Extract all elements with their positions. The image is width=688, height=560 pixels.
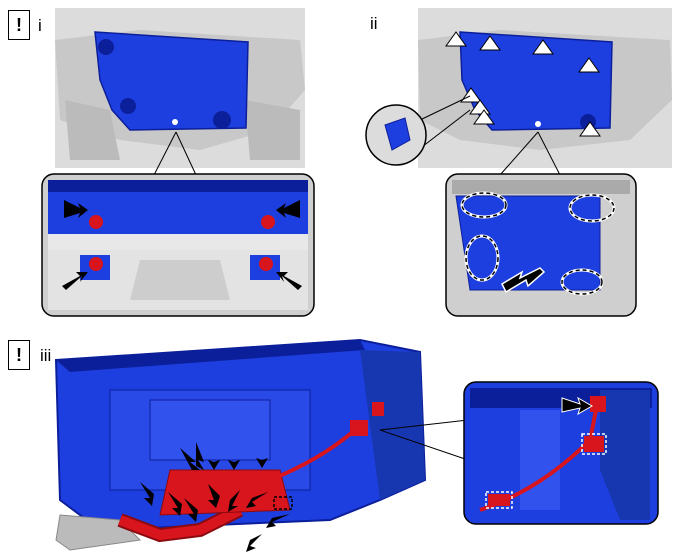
step-iii-ecu-assembly	[54, 338, 427, 551]
step-label-ii: ii	[370, 14, 378, 33]
arrow-icon	[501, 267, 546, 294]
step-i-zoom	[41, 173, 315, 317]
arrow-icon	[62, 200, 302, 290]
warning-icon-step-i: !	[8, 10, 30, 40]
bolt	[89, 257, 103, 271]
clip-triangle-icon	[445, 31, 601, 137]
warning-icon-step-iii: !	[8, 340, 30, 370]
bolt	[261, 215, 275, 229]
ecu-cover-blue	[459, 31, 613, 131]
clip-detail-circle	[365, 95, 471, 166]
step-iii-zoom	[463, 381, 659, 525]
step-i-overview	[55, 8, 305, 168]
arrow-icon	[140, 438, 290, 552]
step-ii-zoom	[445, 173, 637, 317]
step-label-i: i	[38, 16, 42, 35]
step-ii-overview	[418, 8, 672, 168]
dashed-rect-icon	[485, 491, 513, 509]
bolt	[89, 215, 103, 229]
dashed-rect-icon	[581, 433, 607, 455]
step-label-iii: iii	[40, 346, 52, 365]
arrow-icon	[561, 396, 594, 416]
bolt	[259, 257, 273, 271]
